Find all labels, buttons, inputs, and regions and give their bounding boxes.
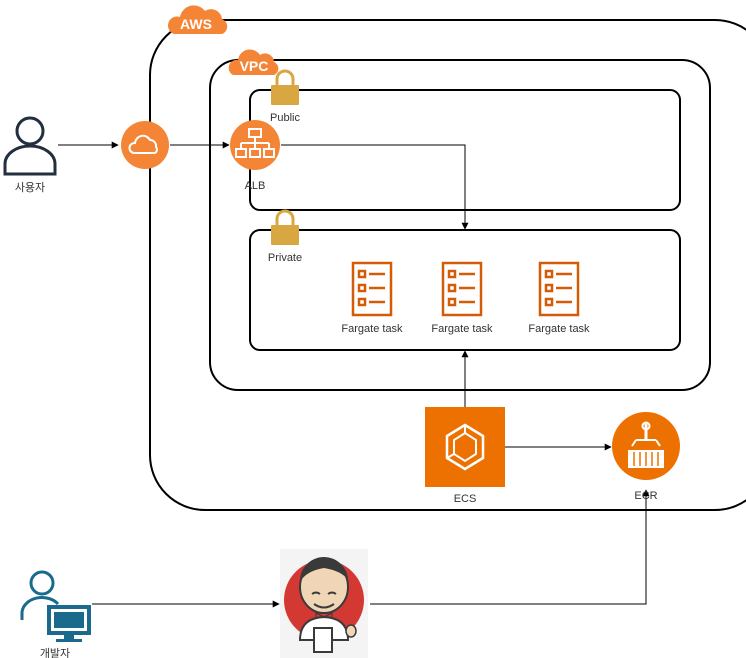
aws-badge-label: AWS [180, 16, 212, 32]
fargate-task-2: Fargate task [431, 261, 493, 335]
aws-cloud-container [149, 19, 746, 511]
ecs-icon [425, 407, 505, 487]
aws-badge: AWS [167, 5, 228, 34]
fargate-task-3: Fargate task [528, 261, 590, 335]
ecr-label: ECR [634, 490, 657, 502]
private-lock-icon [271, 209, 299, 245]
private-subnet [249, 229, 681, 351]
task-list-icon [351, 261, 393, 317]
fargate-task-1: Fargate task [341, 261, 403, 335]
developer-workstation-icon [20, 570, 91, 642]
fargate-task-label: Fargate task [431, 323, 493, 335]
connectors [58, 141, 650, 608]
ecr-icon [612, 412, 680, 480]
jenkins-icon [280, 549, 368, 658]
fargate-task-label: Fargate task [528, 323, 590, 335]
task-list-icon [441, 261, 483, 317]
private-subnet-label: Private [268, 252, 302, 264]
task-list-icon [538, 261, 580, 317]
fargate-task-label: Fargate task [341, 323, 403, 335]
developer-label: 개발자 [40, 647, 70, 658]
jenkins-to-ecr-connector [370, 489, 650, 605]
public-lock-icon [271, 69, 299, 105]
user-label: 사용자 [15, 181, 45, 194]
alb-to-tasks-connector [281, 144, 469, 230]
public-subnet-label: Public [270, 112, 300, 124]
user-icon [3, 116, 57, 176]
vpc-badge: VPC [228, 49, 279, 75]
vpc-container [209, 59, 711, 391]
alb-label: ALB [245, 180, 266, 192]
alb-load-balancer-icon [230, 120, 280, 170]
ecs-label: ECS [454, 493, 477, 505]
cloud-icon [121, 121, 169, 169]
vpc-badge-label: VPC [240, 58, 269, 74]
